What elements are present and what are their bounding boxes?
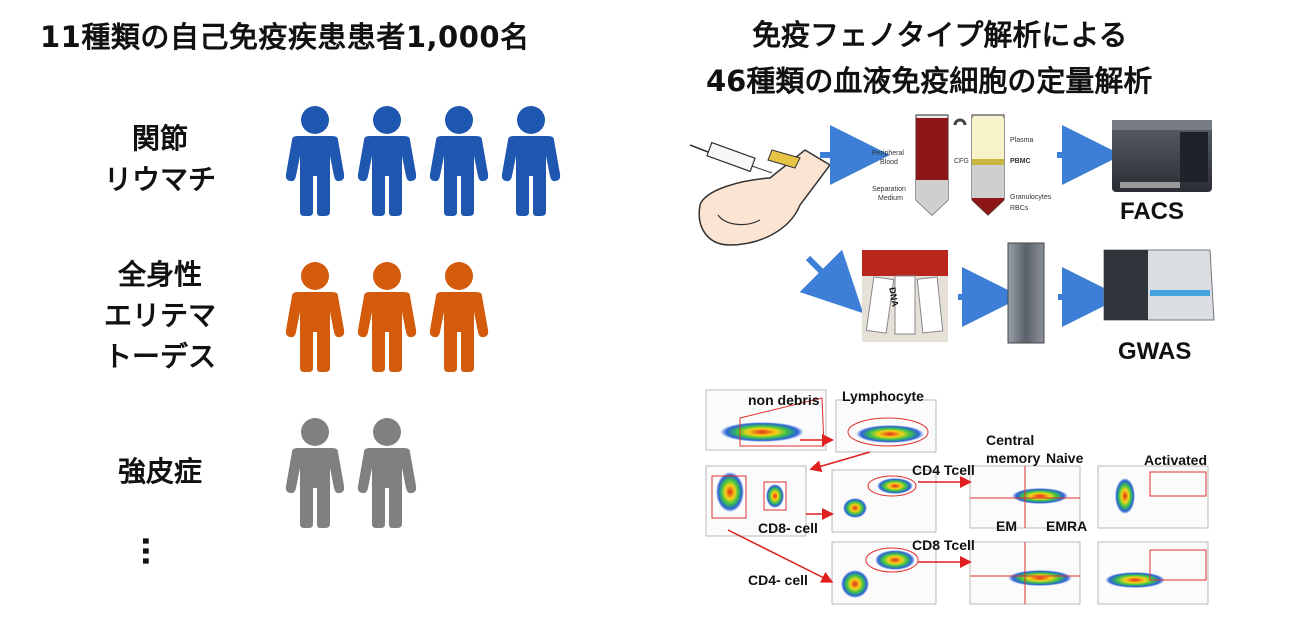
right-title-line1: 免疫フェノタイプ解析による [752,18,1128,52]
tube-label-rbcs: RBCs [1010,205,1029,212]
gate-label-activated: Activated [1144,452,1208,468]
person-icon [284,416,346,528]
left-title: 11種類の自己免疫疾患患者1,000名 [40,20,530,54]
person-icon [428,104,490,216]
tube-label-granulocytes: Granulocytes [1010,194,1052,201]
gate-label-cd8-minus: CD8- cell [758,520,818,536]
gate-label-emra: EMRA [1046,518,1088,534]
tube-label-pbmc: PBMC [1010,158,1031,165]
dna-tubes-image [862,250,948,342]
disease-sle-label: 全身性 エリテマ トーデス [103,258,216,373]
person-icon [356,260,418,372]
gate-label-non-debris: non debris [748,392,820,408]
gate-label-cd8-tcell: CD8 Tcell [912,537,975,553]
gate-label-em: EM [996,518,1017,534]
tube-label-medium: Medium [878,195,903,202]
arrow-to-dna [799,249,864,314]
arm-syringe-illustration [689,141,832,246]
disease-ra-label: 関節 リウマチ [103,122,216,196]
gating-gates [711,397,1207,604]
person-icon [284,104,346,216]
person-icon [284,260,346,372]
person-icon [356,416,418,528]
gate-label-cd4-tcell: CD4 Tcell [912,462,975,478]
gate-label-naive: Naive [1046,450,1084,466]
tube-label-separation: Separation [872,186,906,193]
person-icon [356,104,418,216]
tube-label-cfg: CFG [954,158,969,165]
facs-label: FACS [1120,198,1185,225]
sequencer-machine-image [1103,249,1215,321]
person-icon [500,104,562,216]
gate-label-cd4-minus: CD4- cell [748,572,808,588]
blood-tube-before [915,114,949,216]
tube-label-plasma: Plasma [1010,137,1034,144]
gate-label-lymphocyte: Lymphocyte [842,388,924,404]
tube-label-peripheral: Peripheral [872,150,904,157]
facs-machine-image [1112,120,1212,192]
gate-label-central: Central [986,432,1035,448]
disease-ssc-label: 強皮症 [117,455,202,488]
gate-label-memory: memory [986,450,1041,466]
gwas-label: GWAS [1118,338,1192,365]
server-rack-image [1007,242,1045,344]
blood-tube-after [971,114,1005,216]
gating-density-blobs [716,422,1165,598]
more-diseases-ellipsis: … [135,536,170,562]
person-icon [428,260,490,372]
tube-label-blood: Blood [880,159,898,166]
gating-arrows [727,434,972,583]
right-title-line2: 46種類の血液免疫細胞の定量解析 [706,64,1153,98]
